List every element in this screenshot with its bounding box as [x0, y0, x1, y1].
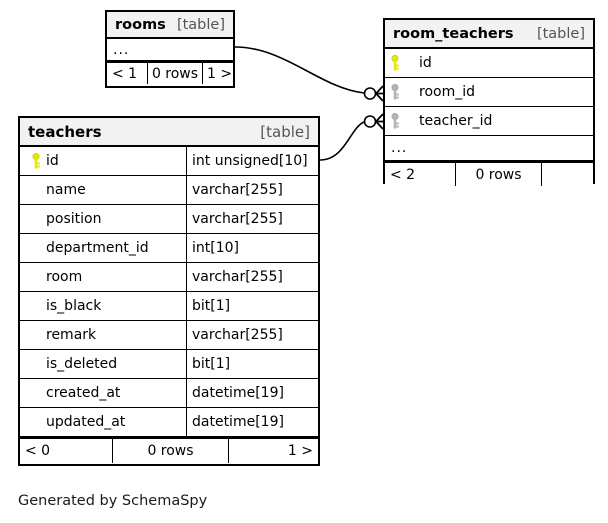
table-room-teachers-footer: < 2 0 rows: [385, 161, 593, 186]
table-row[interactable]: id: [385, 49, 593, 78]
table-row[interactable]: room_id: [385, 78, 593, 107]
table-teachers-header: teachers [table]: [20, 118, 318, 147]
table-teachers-title: teachers: [28, 122, 102, 141]
column-type: datetime[19]: [186, 379, 318, 407]
column-type: varchar[255]: [186, 176, 318, 204]
column-name: is_deleted: [46, 356, 118, 372]
table-row[interactable]: position varchar[255]: [20, 205, 318, 234]
column-name: room_id: [419, 84, 475, 100]
table-room-teachers[interactable]: room_teachers [table] id: [383, 18, 595, 186]
table-row[interactable]: id int unsigned[10]: [20, 147, 318, 176]
table-room-teachers-prev-button[interactable]: < 2: [390, 166, 416, 183]
column-type: datetime[19]: [186, 408, 318, 436]
table-rooms-rowcount: 0 rows: [147, 63, 202, 84]
foreign-key-icon: [385, 107, 405, 135]
table-rooms[interactable]: rooms [table] ... < 1 0 rows 1 >: [105, 10, 235, 88]
column-name: teacher_id: [419, 113, 493, 129]
table-room-teachers-title: room_teachers: [393, 25, 514, 42]
table-room-teachers-tag: [table]: [536, 25, 585, 42]
column-type: bit[1]: [186, 350, 318, 378]
column-name: position: [46, 211, 102, 227]
table-row[interactable]: created_at datetime[19]: [20, 379, 318, 408]
column-name: name: [46, 182, 86, 198]
primary-key-icon: [26, 152, 46, 170]
column-name: created_at: [46, 385, 121, 401]
column-type: int unsigned[10]: [186, 147, 318, 175]
table-teachers-next-button[interactable]: 1 >: [228, 439, 318, 463]
relationship-rooms-room-teachers: [234, 46, 384, 102]
table-rooms-next-button[interactable]: 1 >: [202, 63, 233, 84]
column-type: varchar[255]: [186, 205, 318, 233]
table-rooms-prev-button[interactable]: < 1: [112, 65, 138, 82]
table-row[interactable]: name varchar[255]: [20, 176, 318, 205]
column-type: varchar[255]: [186, 321, 318, 349]
column-name: room: [46, 269, 83, 285]
table-teachers-tag: [table]: [260, 122, 310, 141]
table-rooms-ellipsis: ...: [107, 39, 233, 61]
table-room-teachers-header: room_teachers [table]: [385, 20, 593, 49]
table-rooms-title: rooms: [115, 16, 166, 33]
foreign-key-icon: [385, 78, 405, 106]
table-row[interactable]: room varchar[255]: [20, 263, 318, 292]
table-teachers-footer: < 0 0 rows 1 >: [20, 437, 318, 463]
table-rooms-footer: < 1 0 rows 1 >: [107, 61, 233, 84]
table-rooms-tag: [table]: [176, 16, 225, 33]
table-row[interactable]: is_deleted bit[1]: [20, 350, 318, 379]
table-teachers[interactable]: teachers [table] id int unsigned[10] nam…: [18, 116, 320, 466]
table-row[interactable]: teacher_id: [385, 107, 593, 136]
column-name: is_black: [46, 298, 102, 314]
table-row[interactable]: updated_at datetime[19]: [20, 408, 318, 437]
table-room-teachers-rowcount: 0 rows: [455, 163, 541, 186]
table-room-teachers-ellipsis: ...: [385, 136, 593, 161]
table-row[interactable]: is_black bit[1]: [20, 292, 318, 321]
column-type: int[10]: [186, 234, 318, 262]
table-row[interactable]: department_id int[10]: [20, 234, 318, 263]
table-teachers-rowcount: 0 rows: [112, 439, 228, 463]
table-row[interactable]: remark varchar[255]: [20, 321, 318, 350]
column-name: id: [46, 153, 59, 169]
column-name: remark: [46, 327, 97, 343]
table-teachers-prev-button[interactable]: < 0: [25, 443, 51, 459]
relationship-teachers-room-teachers: [319, 113, 384, 161]
diagram-caption: Generated by SchemaSpy: [18, 493, 208, 509]
column-name: updated_at: [46, 414, 126, 430]
table-room-teachers-next-button[interactable]: [541, 163, 593, 186]
column-name-cell: id: [20, 147, 186, 175]
table-rooms-header: rooms [table]: [107, 12, 233, 39]
column-name: id: [419, 55, 432, 71]
primary-key-icon: [385, 49, 405, 77]
column-name: department_id: [46, 240, 149, 256]
column-type: varchar[255]: [186, 263, 318, 291]
column-type: bit[1]: [186, 292, 318, 320]
